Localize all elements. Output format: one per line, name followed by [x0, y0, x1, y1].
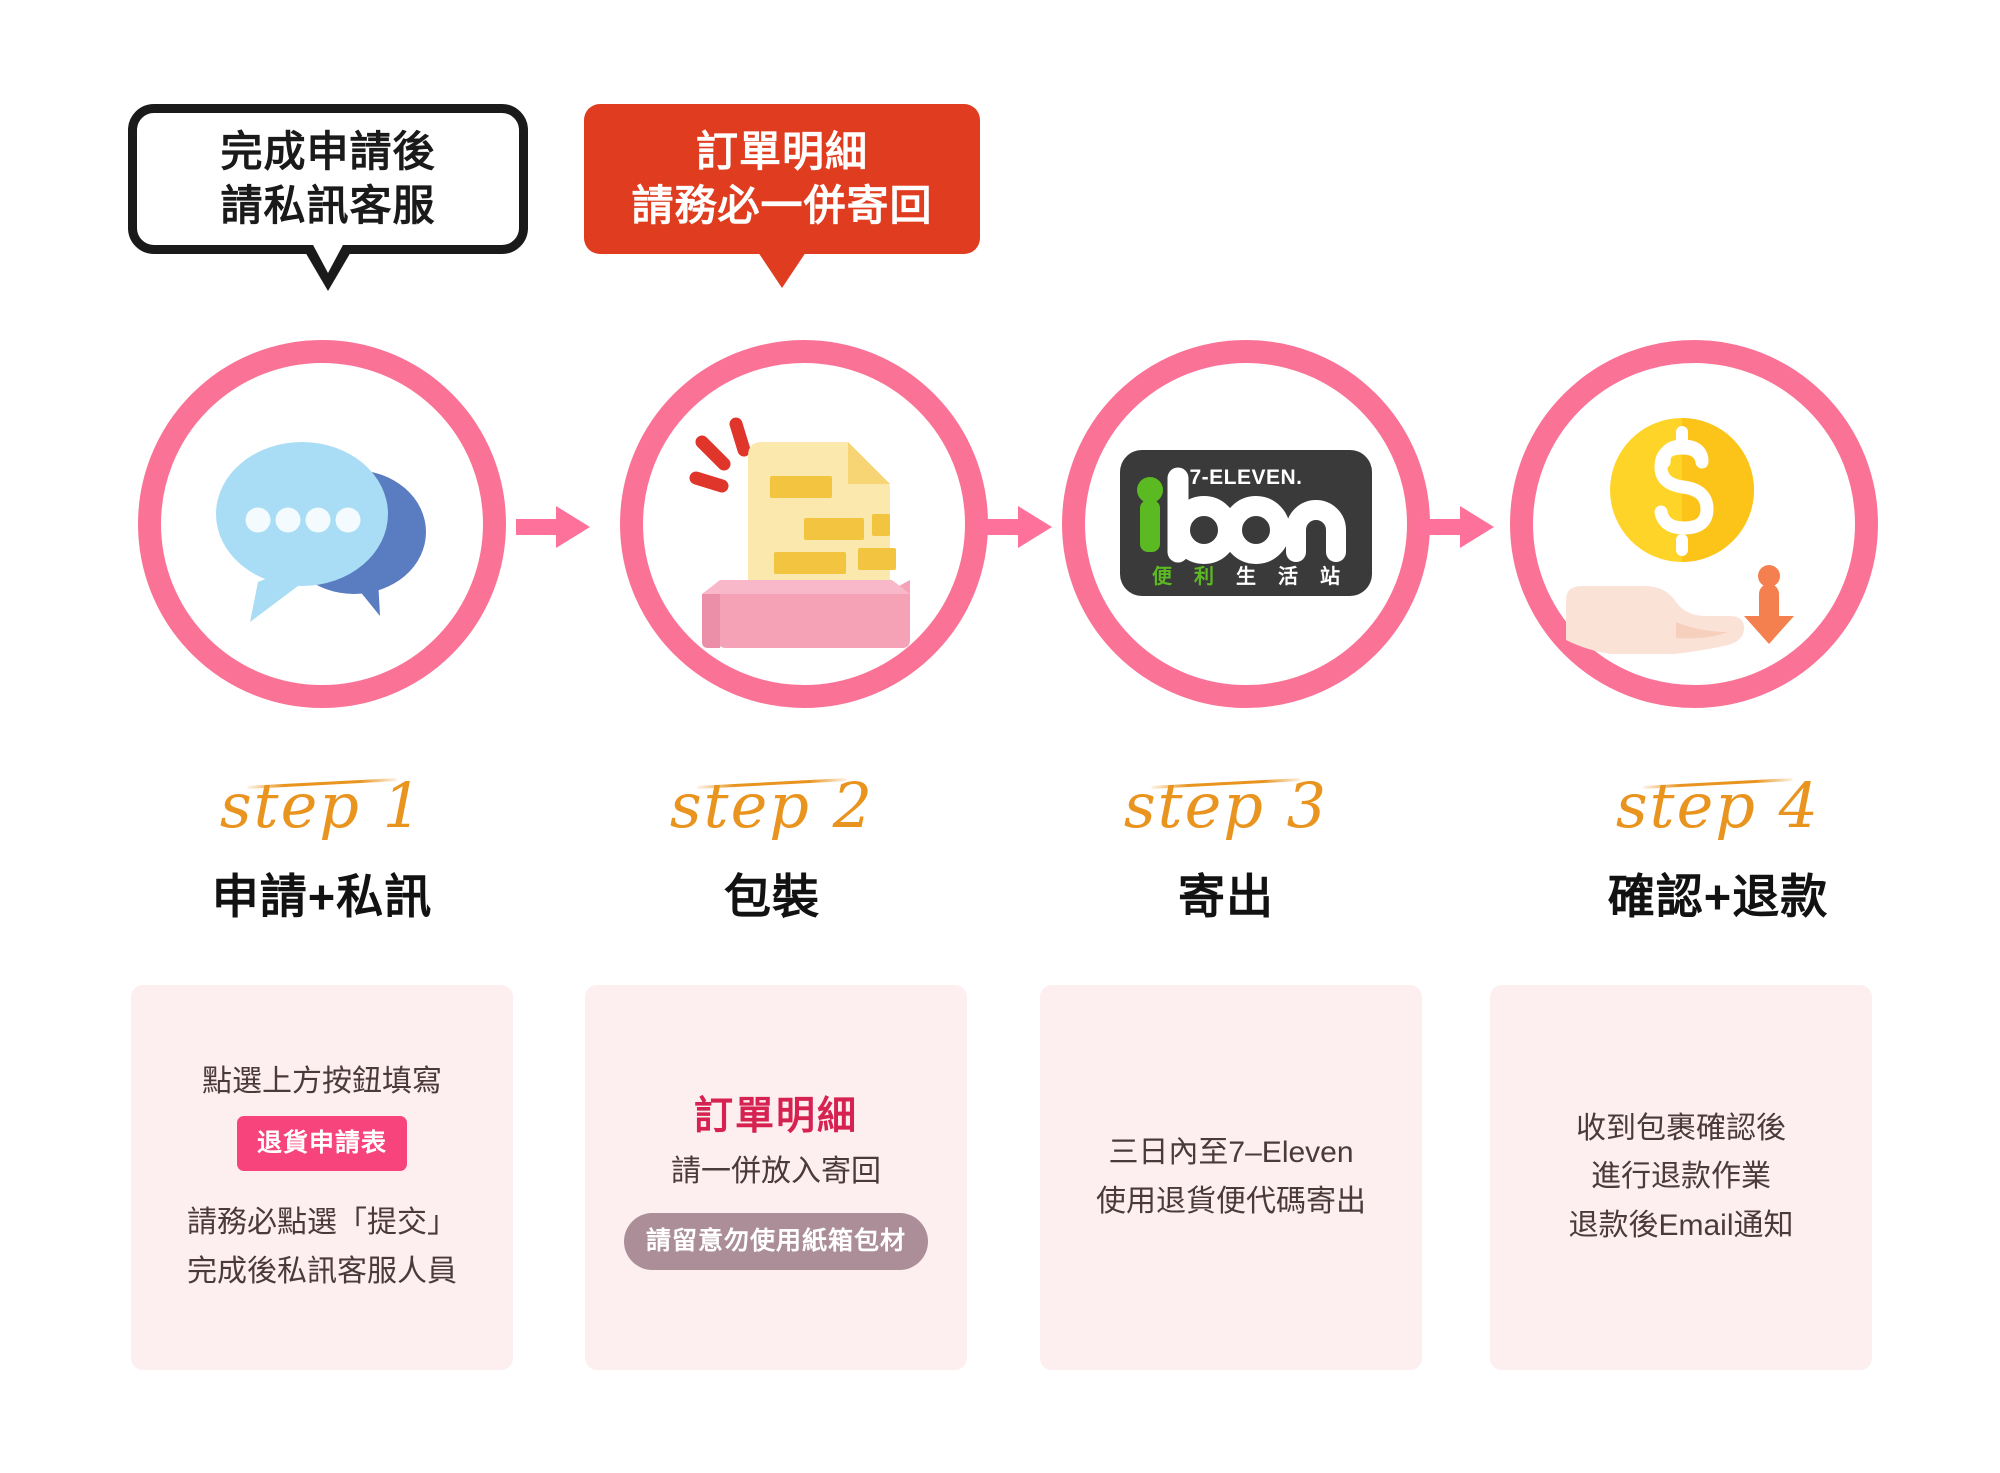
detail-line: 請一併放入寄回: [671, 1155, 881, 1189]
step-2-detail-card: 訂單明細 請一併放入寄回 請留意勿使用紙箱包材: [585, 985, 967, 1370]
detail-line: 完成後私訊客服人員: [187, 1255, 457, 1289]
ibon-sub-char-1: 便: [1152, 565, 1173, 588]
step-script-label-2: step 2: [562, 760, 982, 852]
no-carton-notice-badge: 請留意勿使用紙箱包材: [623, 1212, 928, 1271]
callout-tail: [758, 252, 806, 288]
order-detail-highlight: 訂單明細: [693, 1094, 858, 1138]
step-script-label-1: step 1: [112, 760, 532, 852]
step-circle-1: [138, 340, 506, 708]
ibon-sub-char-3: 生: [1236, 565, 1256, 588]
ibon-sub-char-5: 站: [1320, 564, 1340, 588]
ibon-sub-char-4: 活: [1278, 565, 1298, 588]
coin-to-hand-icon: [1564, 394, 1824, 656]
step-circle-4: [1510, 340, 1878, 708]
step-circle-3: 7-ELEVEN. 便 利 生 活 站: [1062, 340, 1430, 708]
callout-line-2: 請務必一併寄回: [631, 182, 933, 229]
detail-line: 進行退款作業: [1591, 1160, 1771, 1194]
detail-line: 三日內至7–Eleven: [1108, 1135, 1354, 1169]
down-arrow-icon: [1744, 565, 1794, 644]
step-circle-2: [620, 340, 988, 708]
ibon-logo-icon: 7-ELEVEN. 便 利 生 活 站: [1116, 394, 1376, 654]
step-caption-1: step 1 申請+私訊: [112, 760, 532, 927]
arrow-connector-2: [978, 506, 1052, 548]
customer-service-callout: 完成申請後 請私訊客服: [128, 104, 528, 291]
step-4-detail-card: 收到包裹確認後 進行退款作業 退款後Email通知: [1490, 985, 1872, 1370]
return-form-badge[interactable]: 退貨申請表: [236, 1115, 407, 1172]
step-3-detail-card: 三日內至7–Eleven 使用退貨便代碼寄出: [1040, 985, 1422, 1370]
step-circles-row: 7-ELEVEN. 便 利 生 活 站: [0, 340, 2000, 720]
callout-line-2: 請私訊客服: [220, 182, 436, 229]
detail-line: 點選上方按鈕填寫: [202, 1065, 442, 1099]
chat-bubbles-icon: [192, 394, 452, 654]
step-title-4: 確認+退款: [1607, 870, 1829, 923]
step-script-label-4: step 4: [1508, 760, 1928, 852]
callout-tail-fill: [312, 243, 344, 273]
detail-line: 收到包裹確認後: [1576, 1111, 1786, 1145]
step-title-3: 寄出: [1178, 870, 1274, 923]
order-detail-callout: 訂單明細 請務必一併寄回: [584, 104, 980, 288]
detail-line: 使用退貨便代碼寄出: [1096, 1184, 1366, 1218]
step-captions-row: step 1 申請+私訊 step 2 包裝 step 3 寄出 step 4 …: [0, 760, 2000, 960]
detail-line: 退款後Email通知: [1568, 1208, 1794, 1242]
step-caption-3: step 3 寄出: [1016, 760, 1436, 927]
callout-line-1: 訂單明細: [695, 128, 868, 176]
step-title-1: 申請+私訊: [211, 870, 433, 923]
step-script-label-3: step 3: [1016, 760, 1436, 852]
step-1-detail-card: 點選上方按鈕填寫 退貨申請表 請務必點選「提交」 完成後私訊客服人員: [131, 985, 513, 1370]
step-detail-cards-row: 點選上方按鈕填寫 退貨申請表 請務必點選「提交」 完成後私訊客服人員 訂單明細 …: [0, 985, 2000, 1385]
arrow-connector-1: [516, 506, 590, 548]
arrow-connector-3: [1420, 506, 1494, 548]
step-caption-4: step 4 確認+退款: [1508, 760, 1928, 927]
step-title-2: 包裝: [724, 870, 820, 923]
ibon-seven-eleven-text: 7-ELEVEN.: [1189, 466, 1302, 489]
step-caption-2: step 2 包裝: [562, 760, 982, 927]
callout-line-1: 完成申請後: [220, 128, 436, 176]
ibon-sub-char-2: 利: [1194, 565, 1214, 588]
detail-line: 請務必點選「提交」: [187, 1206, 457, 1240]
document-in-box-icon: [674, 394, 934, 654]
